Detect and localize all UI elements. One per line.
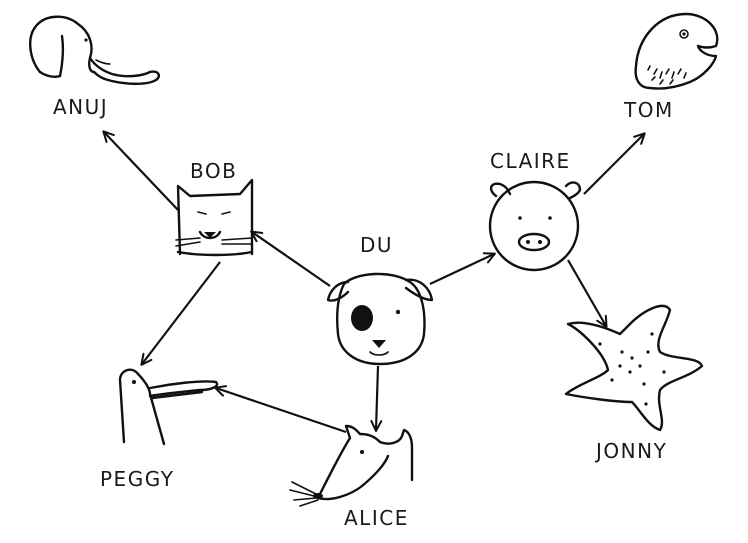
edge-alice-to-peggy <box>214 385 347 434</box>
cat-icon <box>175 178 254 257</box>
node-label-peggy: PEGGY <box>100 467 174 491</box>
edge-du-to-bob <box>250 230 331 287</box>
elephant-icon <box>29 15 161 85</box>
node-label-alice: ALICE <box>344 506 409 530</box>
node-label-du: DU <box>360 233 393 257</box>
edge-bob-to-peggy <box>140 261 221 366</box>
edge-du-to-claire <box>429 252 496 285</box>
node-label-anuj: ANUJ <box>53 95 108 119</box>
edge-claire-to-jonny <box>567 259 608 328</box>
starfish-icon <box>564 304 704 432</box>
dog-icon <box>326 272 434 366</box>
edges-layer <box>102 130 646 434</box>
edge-du-to-alice <box>370 365 383 432</box>
fish-icon <box>634 12 719 90</box>
node-label-tom: TOM <box>623 98 674 122</box>
node-label-bob: BOB <box>190 159 237 183</box>
pig-icon <box>488 180 582 272</box>
bird-icon <box>118 368 219 446</box>
edge-claire-to-tom <box>583 132 646 195</box>
edge-bob-to-anuj <box>102 130 179 211</box>
node-label-claire: CLAIRE <box>490 149 571 173</box>
rat-icon <box>289 424 414 507</box>
node-label-jonny: JONNY <box>594 439 667 463</box>
